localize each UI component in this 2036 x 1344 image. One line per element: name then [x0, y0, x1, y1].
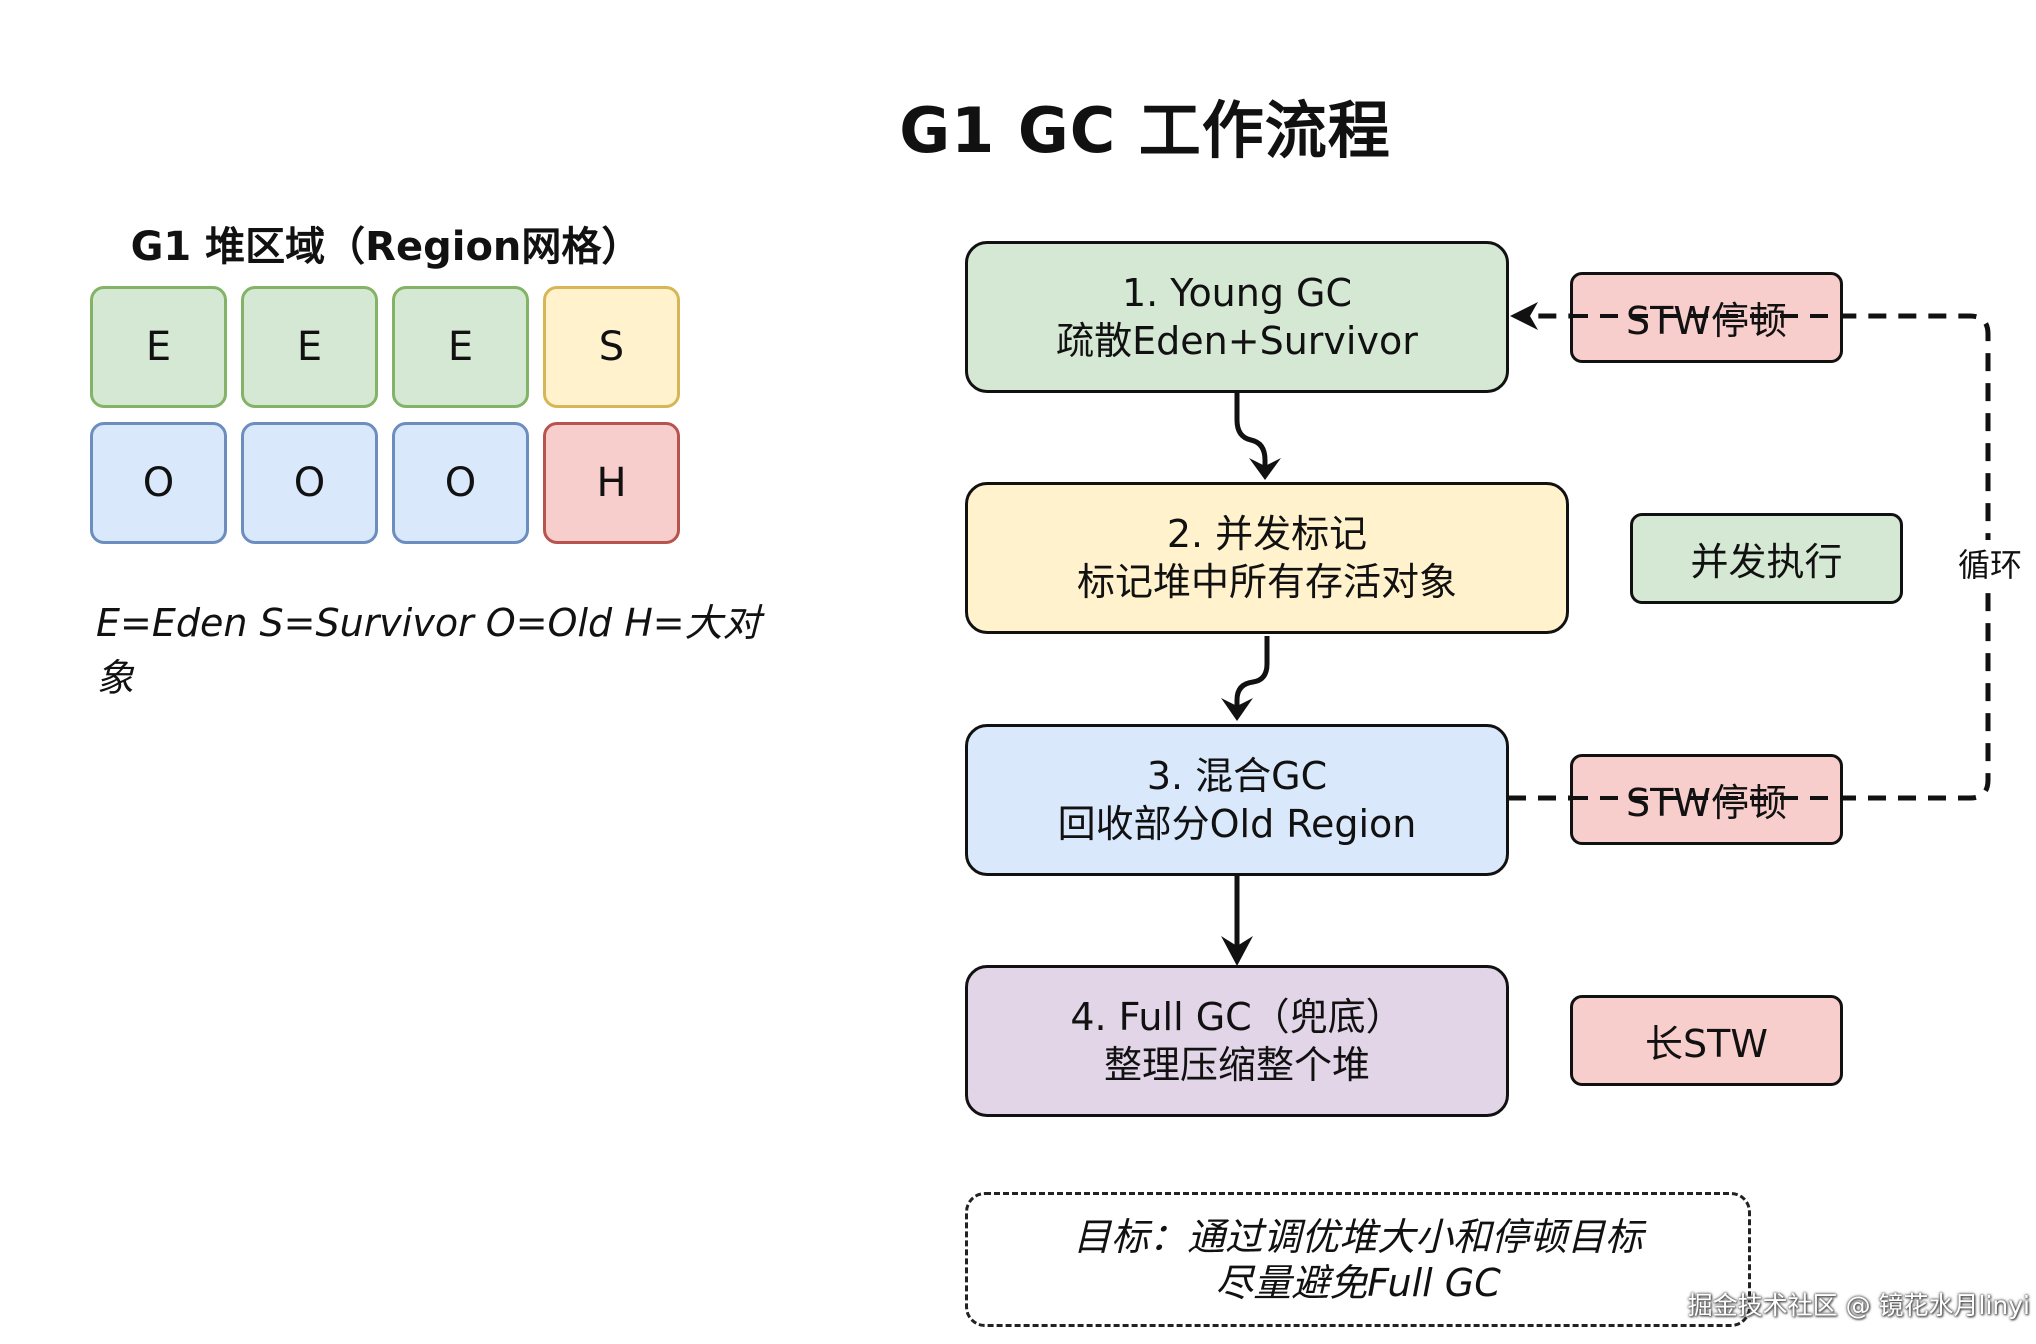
step-mixed-gc-title: 3. 混合GC — [1146, 754, 1328, 798]
step-concurrent-mark-desc: 标记堆中所有存活对象 — [1076, 560, 1457, 604]
goal-line-1: 目标：通过调优堆大小和停顿目标 — [1072, 1214, 1643, 1259]
diagram-title: G1 GC 工作流程 — [899, 94, 1391, 167]
goal-line-2: 尽量避免Full GC — [1215, 1260, 1501, 1305]
arrow-step2-to-step3 — [1234, 636, 1270, 714]
loop-arrowhead — [1510, 302, 1538, 330]
watermark: 掘金技术社区 @ 镜花水月linyi — [1687, 1291, 2030, 1320]
heap-cell-survivor: S — [543, 286, 680, 408]
step-full-gc-title: 4. Full GC（兜底） — [1070, 995, 1404, 1039]
heap-cell-eden: E — [90, 286, 227, 408]
arrowhead-step3 — [1221, 698, 1253, 721]
arrow-step1-to-step2 — [1234, 393, 1268, 474]
heap-cell-old: O — [392, 422, 529, 544]
arrowhead-step4 — [1221, 936, 1253, 966]
step-full-gc-desc: 整理压缩整个堆 — [1103, 1043, 1370, 1087]
heap-cell-eden: E — [392, 286, 529, 408]
step-mixed-gc: 3. 混合GC 回收部分Old Region — [965, 724, 1509, 876]
heap-grid-title: G1 堆区域（Region网格） — [130, 224, 642, 270]
step-full-gc: 4. Full GC（兜底） 整理压缩整个堆 — [965, 965, 1509, 1117]
goal-note: 目标：通过调优堆大小和停顿目标 尽量避免Full GC — [965, 1192, 1751, 1327]
step-concurrent-mark: 2. 并发标记 标记堆中所有存活对象 — [965, 482, 1569, 634]
loop-label: 循环 — [1950, 540, 2030, 586]
step-young-gc-desc: 疏散Eden+Survivor — [1056, 319, 1418, 363]
heap-cell-humongous: H — [543, 422, 680, 544]
arrowhead-step2 — [1249, 458, 1281, 480]
step-young-gc-title: 1. Young GC — [1121, 271, 1353, 315]
heap-legend: E=Eden S=Survivor O=Old H=大对象 — [96, 601, 761, 700]
heap-cell-eden: E — [241, 286, 378, 408]
tag-long-stw: 长STW — [1570, 995, 1843, 1086]
step-concurrent-mark-title: 2. 并发标记 — [1166, 512, 1368, 556]
heap-cell-old: O — [90, 422, 227, 544]
tag-concurrent: 并发执行 — [1630, 513, 1903, 604]
heap-cell-old: O — [241, 422, 378, 544]
step-mixed-gc-desc: 回收部分Old Region — [1057, 802, 1417, 846]
step-young-gc: 1. Young GC 疏散Eden+Survivor — [965, 241, 1509, 393]
